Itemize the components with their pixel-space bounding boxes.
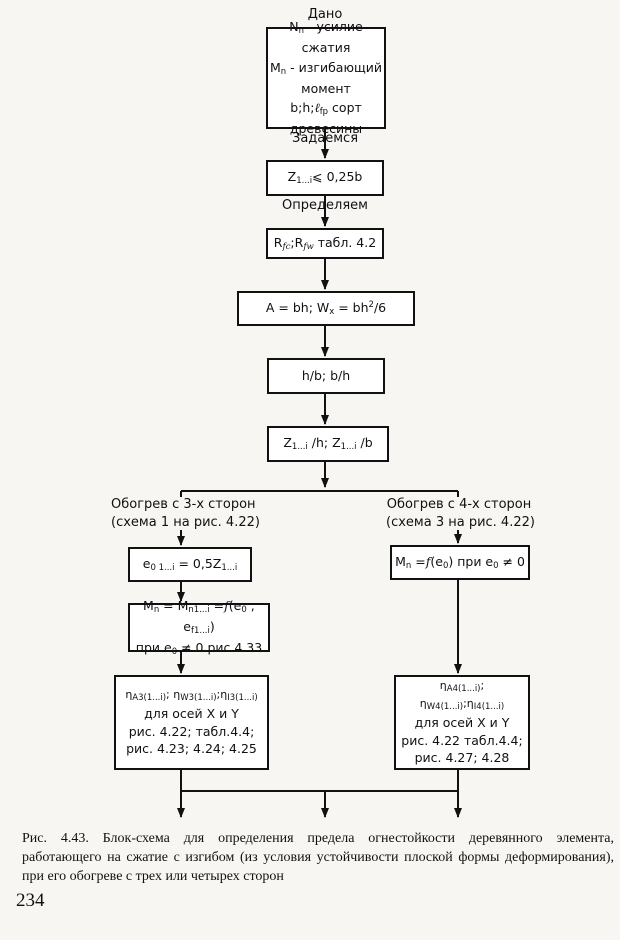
box-right-coefficients: ηA4(1...i); ηW4(1...i);ηI4(1...i) для ос… [394,675,530,770]
box-left-moment: Mn = Mn1...i =f(e0 ; ef1...i) при e0 ≠ 0… [128,598,270,657]
box-strength: Rfc;Rfw табл. 4.2 [266,228,384,259]
label-determine: Определяем [282,198,368,213]
box-z-limit: Z1...i⩽ 0,25b [266,160,384,196]
box-area-modulus: A = bh; Wx = bh2/6 [237,291,415,326]
label-given: Дано [307,7,343,22]
given-line-force: Nn - усилие сжатия [289,19,363,56]
left-branch-heading: Обогрев с 3-х сторон (схема 1 на рис. 4.… [111,497,260,530]
box-ratio: h/b; b/h [267,358,385,394]
box-left-eccentricity: e0 1...i = 0,5Z1...i [128,547,252,582]
box-given: Nn - усилие сжатия Mn - изгибающий момен… [266,19,386,136]
given-line-params: b;h;ℓfp сорт древесины [289,100,363,137]
figure-caption: Рис. 4.43. Блок-схема для определения пр… [22,831,614,884]
given-line-moment: Mn - изгибающий момент [269,59,383,96]
box-z-ratio: Z1...i /h; Z1...i /b [267,426,389,462]
label-assume: Задаемся [291,131,359,146]
page-number: 234 [16,890,45,911]
box-right-moment: Mn =f(e0) при e0 ≠ 0 [390,545,530,580]
box-left-coefficients: ηA3(1...i); ηW3(1...i);ηI3(1...i) для ос… [114,675,269,770]
right-branch-heading: Обогрев с 4-х сторон (схема 3 на рис. 4.… [386,497,535,530]
